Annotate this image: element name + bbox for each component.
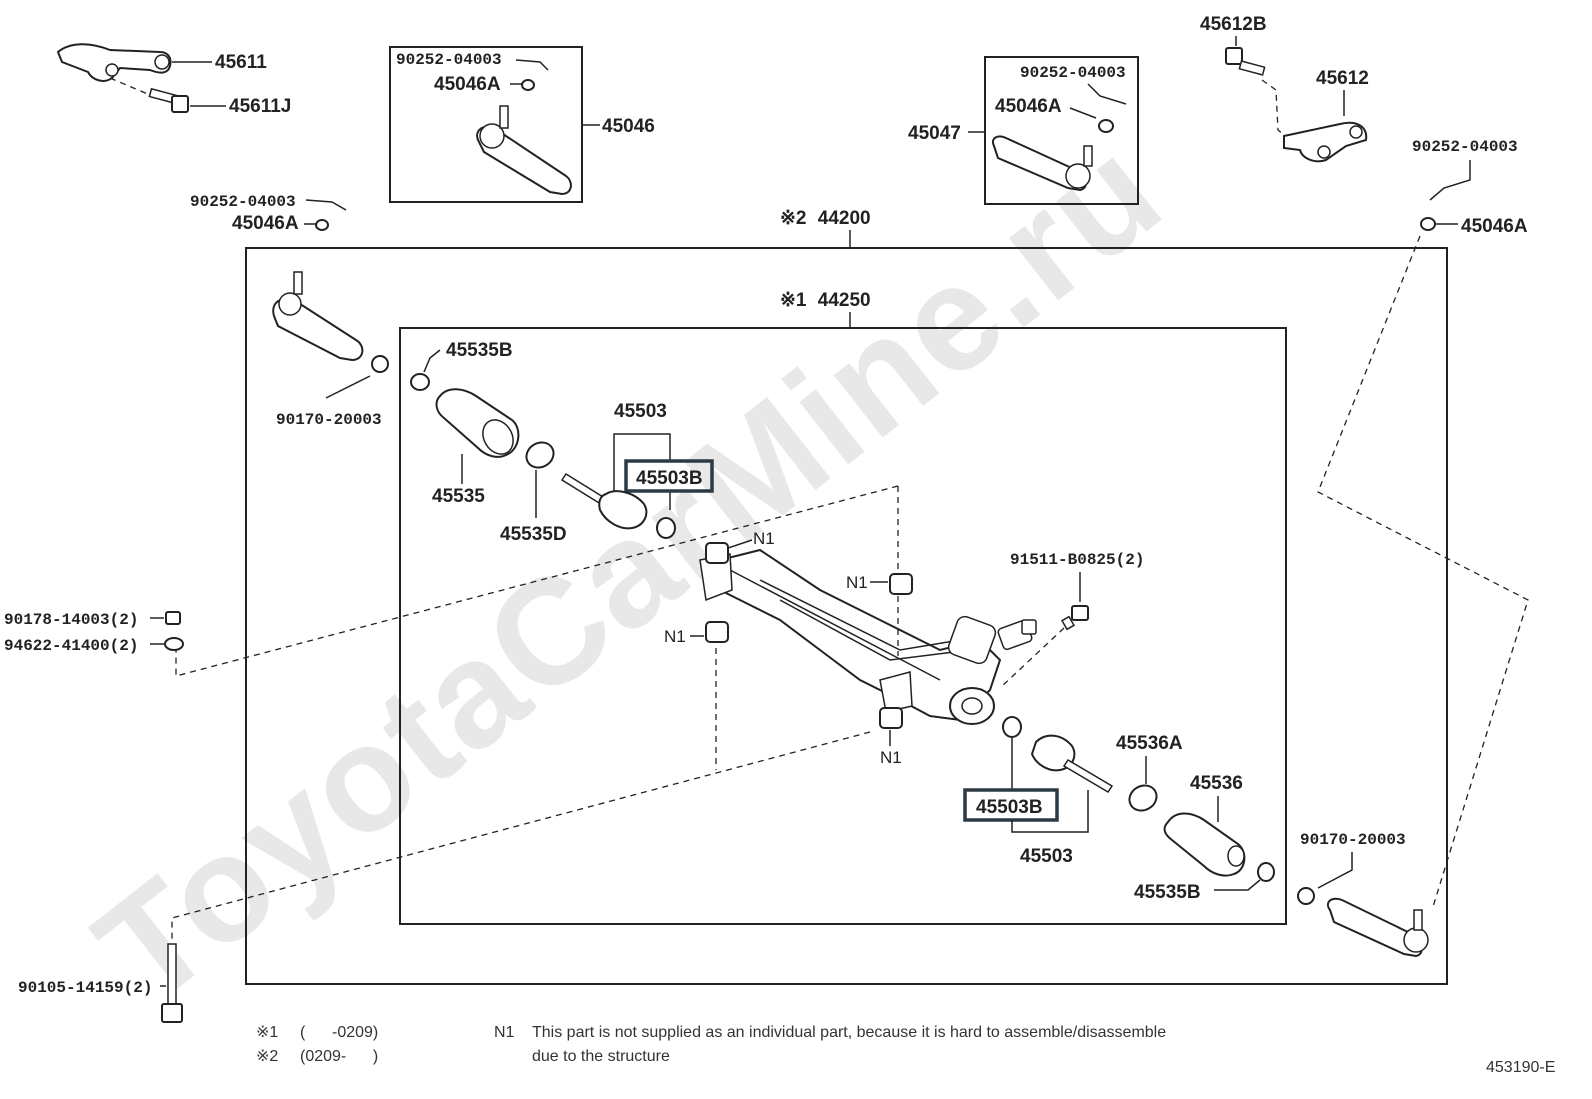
part-tie-rod-end-left[interactable] — [272, 271, 364, 362]
assembly-44250[interactable]: ※1 44250 — [780, 290, 871, 311]
part-45503-inner-tie-rod-top[interactable] — [560, 472, 648, 530]
label-45612[interactable]: 45612 — [1316, 68, 1369, 89]
footnote-1: ※1 ( -0209) — [256, 1024, 378, 1041]
figure-code: 453190-E — [1486, 1059, 1555, 1076]
part-45503B-washer-bottom[interactable] — [1002, 716, 1022, 738]
label-94622[interactable]: 94622-41400(2) — [4, 637, 138, 655]
part-N1-bushing-d[interactable] — [879, 707, 903, 729]
part-90170-nut-left[interactable] — [371, 355, 389, 373]
label-45536[interactable]: 45536 — [1190, 773, 1243, 794]
part-90178-nut[interactable] — [165, 611, 181, 625]
footnote-2-mark: ※2 — [256, 1048, 278, 1065]
footnote-n1-text-line1: This part is not supplied as an individu… — [532, 1024, 1166, 1041]
label-45535B-bottom[interactable]: 45535B — [1134, 882, 1201, 903]
part-tie-rod-end-right[interactable] — [1326, 897, 1429, 958]
label-45503-bottom[interactable]: 45503 — [1020, 846, 1073, 867]
label-right-45046A[interactable]: 45046A — [1461, 216, 1528, 237]
highlight-45503B-bottom — [963, 788, 1059, 822]
label-45535[interactable]: 45535 — [432, 486, 485, 507]
label-45611[interactable]: 45611 — [215, 52, 267, 73]
part-steering-gear-housing[interactable] — [699, 548, 1037, 725]
part-45535-boot[interactable] — [435, 388, 520, 459]
part-90105-bolt[interactable] — [161, 943, 183, 1023]
assembly-44250-mark: ※1 — [780, 290, 807, 311]
label-left-45046A[interactable]: 45046A — [232, 213, 299, 234]
watermark: ToyotaCarMine.ru — [66, 105, 1191, 1035]
label-left-90252[interactable]: 90252-04003 — [190, 193, 296, 211]
label-N1-a[interactable]: N1 — [753, 529, 775, 548]
label-box1-90252[interactable]: 90252-04003 — [396, 51, 502, 69]
label-box2-90252[interactable]: 90252-04003 — [1020, 64, 1126, 82]
label-box2-45046A[interactable]: 45046A — [995, 96, 1062, 117]
part-45046A-nut-box2[interactable] — [1098, 119, 1114, 133]
label-45535B-top[interactable]: 45535B — [446, 340, 513, 361]
footnote-n1-text-line2: due to the structure — [532, 1048, 670, 1065]
part-45535D-clamp[interactable] — [522, 438, 558, 473]
part-45612-knuckle-arm[interactable] — [1283, 121, 1368, 163]
label-45535D[interactable]: 45535D — [500, 524, 567, 545]
part-45503-inner-tie-rod-bottom[interactable] — [1030, 734, 1114, 794]
label-45611J[interactable]: 45611J — [229, 96, 291, 117]
footnote-2-range: (0209- ) — [300, 1048, 378, 1065]
part-45536-boot[interactable] — [1163, 812, 1246, 877]
label-90170-left[interactable]: 90170-20003 — [276, 411, 382, 429]
label-90178[interactable]: 90178-14003(2) — [4, 611, 138, 629]
frame-44250 — [399, 327, 1287, 925]
label-45047[interactable]: 45047 — [908, 123, 961, 144]
footnote-1-mark: ※1 — [256, 1024, 278, 1041]
label-45536A[interactable]: 45536A — [1116, 733, 1183, 754]
part-90170-nut-right[interactable] — [1297, 887, 1315, 905]
highlight-45503B-top — [624, 459, 714, 493]
part-94622-washer[interactable] — [164, 637, 184, 651]
part-45047-tie-rod-end[interactable] — [992, 135, 1093, 192]
label-90170-right[interactable]: 90170-20003 — [1300, 831, 1406, 849]
label-45612B[interactable]: 45612B — [1200, 14, 1267, 35]
part-45503B-washer-top[interactable] — [656, 517, 676, 539]
label-45503-top[interactable]: 45503 — [614, 401, 667, 422]
part-45535B-clamp-top[interactable] — [410, 373, 430, 391]
frame-44200 — [245, 247, 1448, 985]
label-N1-d[interactable]: N1 — [880, 748, 902, 767]
footnote-1-range: ( -0209) — [300, 1024, 378, 1041]
part-N1-bushing-a[interactable] — [705, 542, 729, 564]
label-right-90252[interactable]: 90252-04003 — [1412, 138, 1518, 156]
assembly-44200[interactable]: ※2 44200 — [780, 208, 871, 229]
part-45611J-bolt[interactable] — [148, 87, 189, 113]
footnote-n1: N1 This part is not supplied as an indiv… — [494, 1024, 1166, 1065]
part-45611-knuckle-arm[interactable] — [56, 43, 172, 82]
part-45046A-nut-left[interactable] — [315, 219, 329, 231]
part-45046-tie-rod-end[interactable] — [476, 105, 572, 196]
label-N1-b[interactable]: N1 — [846, 573, 868, 592]
part-45612B-bolt[interactable] — [1225, 47, 1266, 76]
part-N1-bushing-b[interactable] — [889, 573, 913, 595]
footnote-n1-mark: N1 — [494, 1024, 515, 1041]
part-45536A-clamp[interactable] — [1125, 781, 1161, 816]
box-45047 — [984, 56, 1139, 205]
part-45046A-nut-right[interactable] — [1420, 217, 1436, 231]
label-45503B-bottom[interactable]: 45503B — [976, 797, 1043, 818]
assembly-44200-number: 44200 — [818, 208, 871, 229]
label-box1-45046A[interactable]: 45046A — [434, 74, 501, 95]
footnote-2: ※2 (0209- ) — [256, 1048, 378, 1065]
part-45046A-nut-box1[interactable] — [521, 79, 535, 91]
label-N1-c[interactable]: N1 — [664, 627, 686, 646]
part-N1-bushing-c[interactable] — [705, 621, 729, 643]
label-45046[interactable]: 45046 — [602, 116, 655, 137]
assembly-44250-number: 44250 — [818, 290, 871, 311]
part-45535B-clamp-bottom[interactable] — [1257, 862, 1275, 882]
label-91511[interactable]: 91511-B0825(2) — [1010, 551, 1144, 569]
label-90105[interactable]: 90105-14159(2) — [18, 979, 152, 997]
assembly-44200-mark: ※2 — [780, 208, 807, 229]
part-91511-bolt[interactable] — [1061, 605, 1089, 631]
label-45503B-top[interactable]: 45503B — [636, 468, 703, 489]
